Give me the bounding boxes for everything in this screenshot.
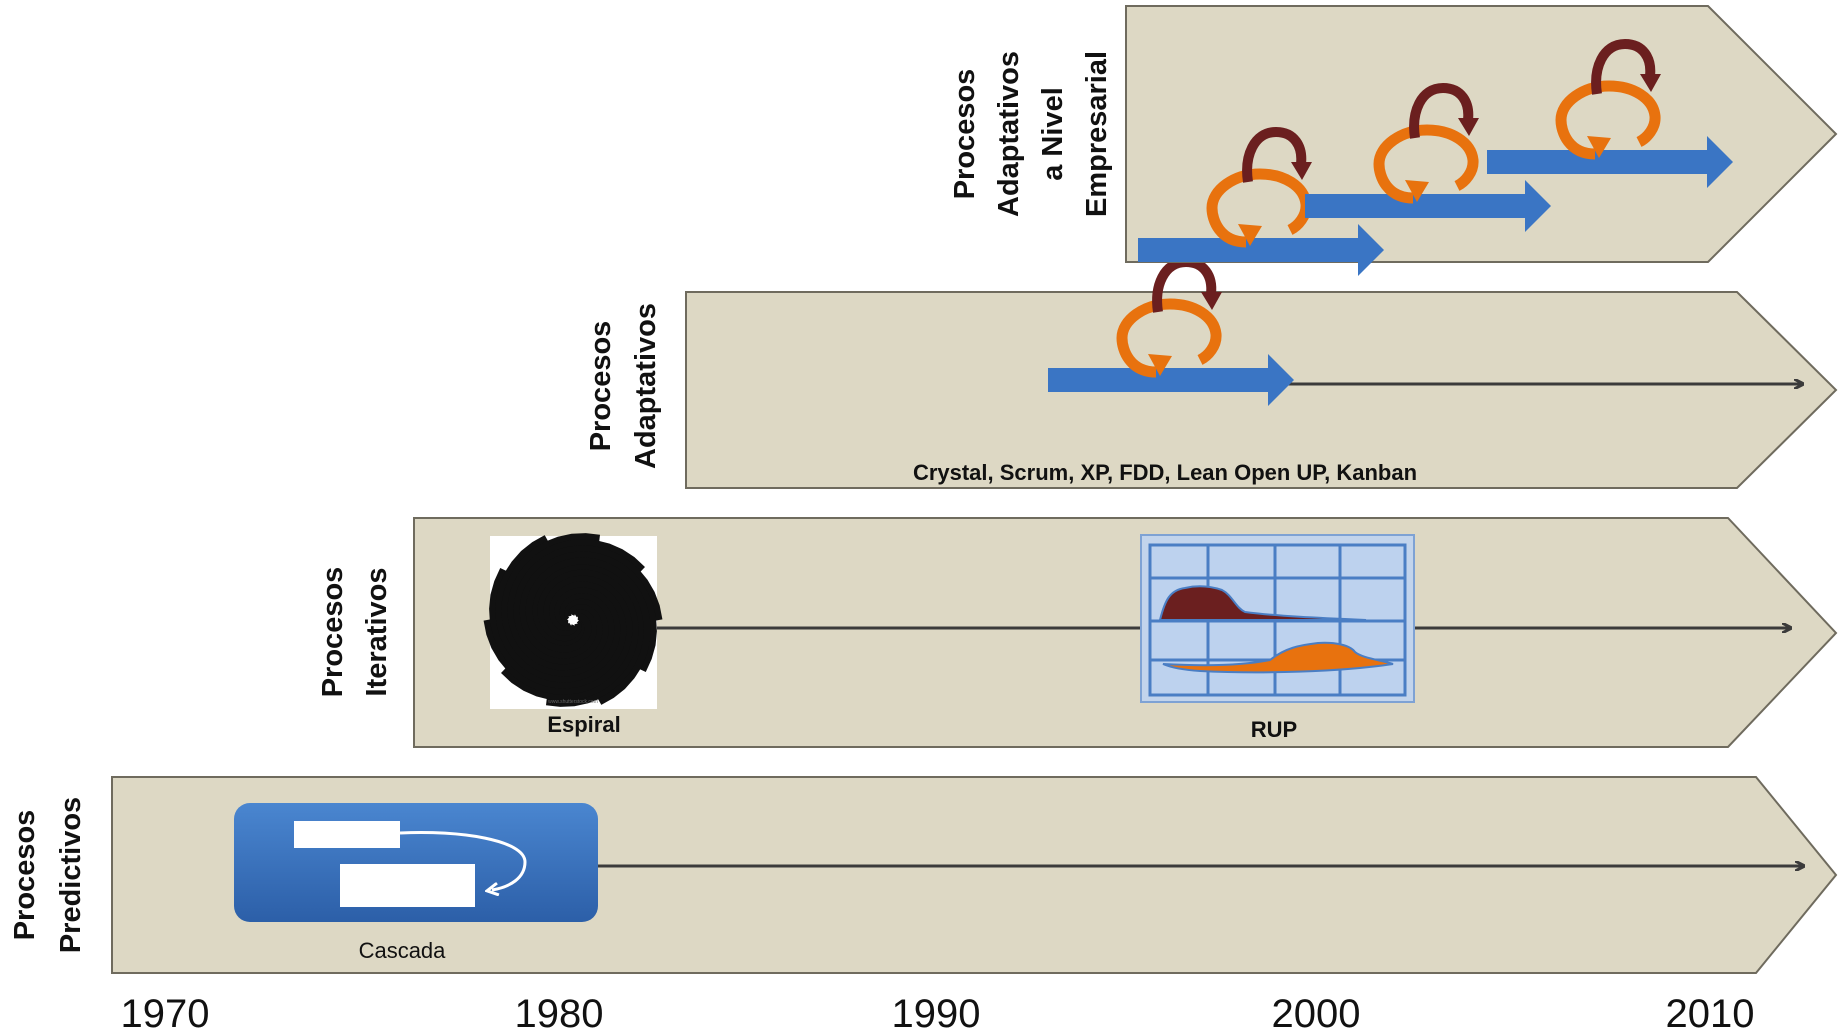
cascade-curve-arrow xyxy=(399,831,527,890)
maroon-loop-icon xyxy=(1409,82,1474,139)
rup-label: RUP xyxy=(1251,717,1297,742)
spiral-arm xyxy=(489,568,627,689)
maroon-loop-arrowhead xyxy=(1640,74,1661,92)
band-label-adaptativos-1: Procesos xyxy=(585,321,617,452)
blue-arrow-icon xyxy=(1305,180,1551,232)
iteration-unit-empresarial-3 xyxy=(1487,38,1733,188)
maroon-loop-arrowhead xyxy=(1201,292,1222,310)
rup-icon xyxy=(1140,534,1415,703)
spiral-arm xyxy=(531,563,645,707)
agile-methods-label: Crystal, Scrum, XP, FDD, Lean Open UP, K… xyxy=(913,460,1417,485)
year-2010: 2010 xyxy=(1666,992,1755,1032)
band-label-empresarial-2: Adaptativos xyxy=(993,51,1025,217)
spiral-arm xyxy=(513,545,663,665)
year-1990: 1990 xyxy=(892,992,981,1032)
spiral-arm xyxy=(495,535,621,683)
year-1970: 1970 xyxy=(121,992,210,1032)
spiral-arm xyxy=(525,557,651,705)
rup-phase-hump-orange xyxy=(1162,641,1394,674)
year-1980: 1980 xyxy=(515,992,604,1032)
cascade-step-1 xyxy=(294,821,400,848)
spiral-arm xyxy=(519,551,657,672)
maroon-loop-arrowhead xyxy=(1291,162,1312,180)
band-adaptativos: Crystal, Scrum, XP, FDD, Lean Open UP, K… xyxy=(585,256,1838,489)
year-2000: 2000 xyxy=(1272,992,1361,1032)
maroon-loop-icon xyxy=(1591,38,1656,95)
orange-loop-icon xyxy=(1116,298,1222,378)
maroon-loop-arrowhead xyxy=(1458,118,1479,136)
band-label-empresarial-1: Procesos xyxy=(949,69,981,200)
band-empresarial: Procesos Adaptativos a Nivel Empresarial xyxy=(949,5,1838,276)
orange-loop-arrowhead xyxy=(1587,136,1611,158)
cascada-label: Cascada xyxy=(359,938,447,963)
band-label-empresarial-4: Empresarial xyxy=(1081,51,1113,217)
band-predictivos: Cascada Procesos Predictivos xyxy=(9,776,1838,974)
iteration-unit-empresarial-2 xyxy=(1305,82,1551,232)
cascade-icon xyxy=(234,803,598,922)
svg-text:www.shutterstock.com: www.shutterstock.com xyxy=(548,699,598,705)
band-label-iterativos-1: Procesos xyxy=(317,567,349,698)
cascade-step-2 xyxy=(340,864,475,907)
blue-arrow-icon xyxy=(1487,136,1733,188)
band-label-predictivos-2: Predictivos xyxy=(55,797,87,953)
spiral-icon: www.shutterstock.com xyxy=(483,533,663,709)
band-label-predictivos-1: Procesos xyxy=(9,810,41,941)
orange-loop-icon xyxy=(1555,80,1661,160)
spiral-arm xyxy=(501,533,615,677)
band-iterativos: www.shutterstock.com Espiral RUP Proceso… xyxy=(317,517,1838,748)
band-label-empresarial-3: a Nivel xyxy=(1037,87,1069,181)
orange-loop-arrowhead xyxy=(1238,224,1262,246)
orange-loop-arrowhead xyxy=(1148,354,1172,376)
maroon-loop-icon xyxy=(1242,126,1307,183)
rup-phase-hump-maroon xyxy=(1158,585,1367,621)
band-label-adaptativos-2: Adaptativos xyxy=(630,303,662,469)
band-label-iterativos-2: Iterativos xyxy=(361,568,393,697)
blue-arrow-icon xyxy=(1138,224,1384,276)
espiral-label: Espiral xyxy=(547,712,620,737)
spiral-arm xyxy=(483,575,633,695)
spiral-arm xyxy=(507,539,645,671)
year-axis: 1970 1980 1990 2000 2010 xyxy=(121,992,1755,1032)
orange-loop-icon xyxy=(1373,124,1479,204)
spiral-arm xyxy=(501,569,639,701)
orange-loop-arrowhead xyxy=(1405,180,1429,202)
blue-arrow-icon xyxy=(1048,354,1294,406)
